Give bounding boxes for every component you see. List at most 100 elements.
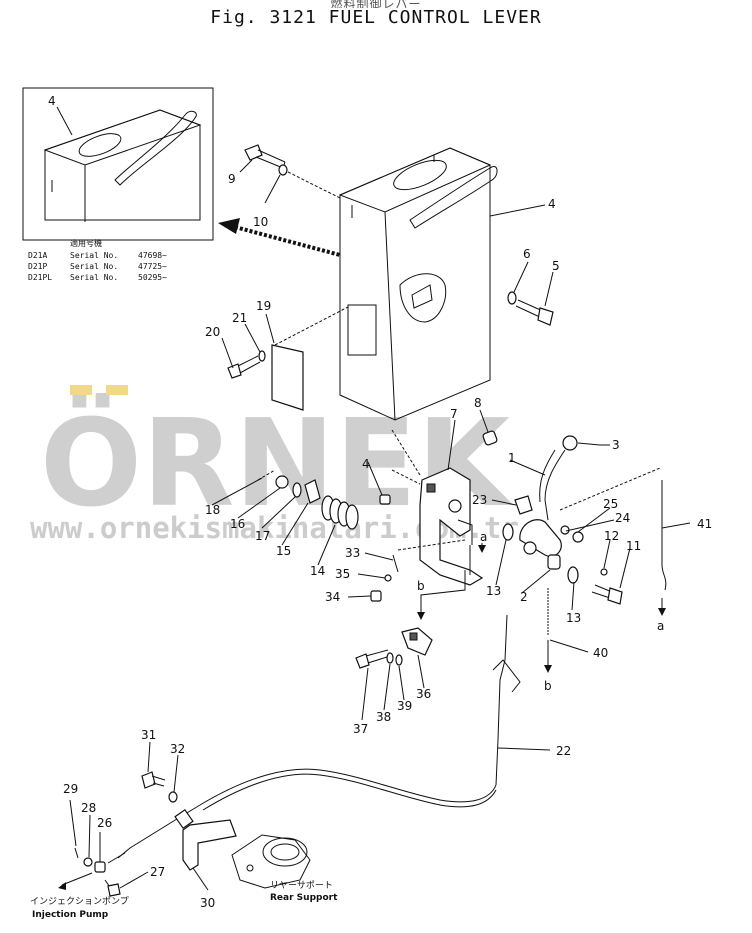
inset-serial: 50295~ — [138, 273, 167, 282]
callout-26: 26 — [97, 816, 112, 830]
callout-5: 5 — [552, 259, 560, 273]
joint-26 — [94, 861, 106, 873]
washer-21 — [258, 350, 266, 362]
bracket-30 — [182, 819, 237, 871]
nut-34 — [370, 590, 382, 602]
cover-plate-19 — [271, 344, 304, 411]
inset-applicable-header: 適用号機 — [70, 238, 102, 248]
inset-model: D21A — [28, 251, 47, 260]
callout-2: 2 — [520, 590, 528, 604]
spring-33 — [392, 554, 399, 573]
cable-22 — [117, 614, 521, 859]
ref-letter-a: a — [480, 530, 487, 544]
callouts: 9 10 4 6 5 19 21 20 8 7 1 3 4 18 16 17 1… — [63, 172, 712, 910]
callout-24: 24 — [615, 511, 630, 525]
inset-model: D21P — [28, 262, 47, 271]
callout-13: 13 — [486, 584, 501, 598]
rear-support — [231, 834, 311, 889]
callout-36: 36 — [416, 687, 431, 701]
figure-title-japanese: 燃料制御レバー — [330, 0, 422, 8]
washer-25 — [560, 525, 570, 535]
washer-13 — [502, 523, 514, 541]
bracket-7 — [419, 467, 484, 586]
injection-pump-label: Injection Pump — [32, 910, 109, 920]
cable-41 — [658, 480, 667, 616]
callout-4: 4 — [548, 197, 556, 211]
watermark-accent — [70, 385, 92, 395]
pin-12 — [600, 568, 608, 576]
spring-seat-15 — [304, 479, 321, 504]
inset-box-body — [44, 109, 201, 221]
callout-30: 30 — [200, 896, 215, 910]
callout-15: 15 — [276, 544, 291, 558]
callout-12: 12 — [604, 529, 619, 543]
callout-13: 13 — [566, 611, 581, 625]
callout-25: 25 — [603, 497, 618, 511]
inset-detail: 4 適用号機 D21A Serial No. 47698~ D21P Seria… — [22, 87, 214, 282]
washer-39 — [395, 654, 403, 666]
inset-handle — [114, 110, 197, 186]
nut-24 — [572, 531, 584, 543]
inset-serial-label: Serial No. — [70, 273, 118, 282]
ref-letter-b: b — [417, 579, 425, 593]
callout-17: 17 — [255, 529, 270, 543]
callout-40: 40 — [593, 646, 608, 660]
ref-letter-a: a — [657, 619, 664, 633]
washer-38 — [386, 652, 394, 664]
washer-17 — [292, 482, 302, 498]
rear-support-label-ja: リヤーサポート — [270, 880, 333, 891]
bolt-20 — [227, 355, 261, 379]
callout-4: 4 — [362, 457, 370, 471]
callout-29: 29 — [63, 782, 78, 796]
injection-pump-label-ja: インジェクションポンプ — [30, 896, 129, 907]
inset-serial: 47725~ — [138, 262, 167, 271]
washer-6 — [507, 291, 517, 305]
callout-8: 8 — [474, 396, 482, 410]
washer-10 — [278, 164, 288, 176]
leader-lines — [69, 159, 691, 891]
inset-model: D21PL — [28, 273, 52, 282]
callout-11: 11 — [626, 539, 641, 553]
bushing-2 — [547, 554, 561, 570]
fitting-23 — [514, 495, 533, 515]
bolt-37 — [355, 649, 391, 669]
washer-13b — [567, 566, 579, 584]
figure-title: 燃料制御レバー Fig. 3121 FUEL CONTROL LEVER — [0, 0, 752, 28]
ref-letter-b: b — [544, 679, 552, 693]
inset-box-top — [43, 109, 202, 166]
callout-3: 3 — [612, 438, 620, 452]
rear-support-label: Rear Support — [270, 893, 338, 903]
inset-opening — [78, 133, 122, 157]
callout-38: 38 — [376, 710, 391, 724]
callout-35: 35 — [335, 567, 350, 581]
callout-18: 18 — [205, 503, 220, 517]
callout-4-inset: 4 — [48, 94, 56, 108]
callout-10: 10 — [253, 215, 268, 229]
callout-23: 23 — [472, 493, 487, 507]
bolt-5 — [515, 299, 554, 326]
inset-serial-label: Serial No. — [70, 251, 118, 260]
callout-34: 34 — [325, 590, 340, 604]
inset-pointer-arrow — [218, 218, 341, 257]
callout-14: 14 — [310, 564, 325, 578]
inset-serial-label: Serial No. — [70, 262, 118, 271]
figure-title-text: Fig. 3121 FUEL CONTROL LEVER — [210, 7, 542, 28]
bolt-9 — [244, 144, 286, 169]
callout-16: 16 — [230, 517, 245, 531]
bushing-4b — [379, 494, 391, 505]
inset-frame — [22, 87, 214, 241]
bushing-8 — [482, 430, 498, 446]
bracket-36 — [401, 627, 433, 656]
callout-9: 9 — [228, 172, 236, 186]
nut-16 — [275, 475, 289, 489]
callout-37: 37 — [353, 722, 368, 736]
callout-33: 33 — [345, 546, 360, 560]
callout-7: 7 — [450, 407, 458, 421]
washer-32 — [168, 791, 178, 803]
inset-serial: 47698~ — [138, 251, 167, 260]
callout-39: 39 — [397, 699, 412, 713]
callout-19: 19 — [256, 299, 271, 313]
spring-40 — [544, 588, 552, 673]
spring-14 — [321, 495, 359, 530]
